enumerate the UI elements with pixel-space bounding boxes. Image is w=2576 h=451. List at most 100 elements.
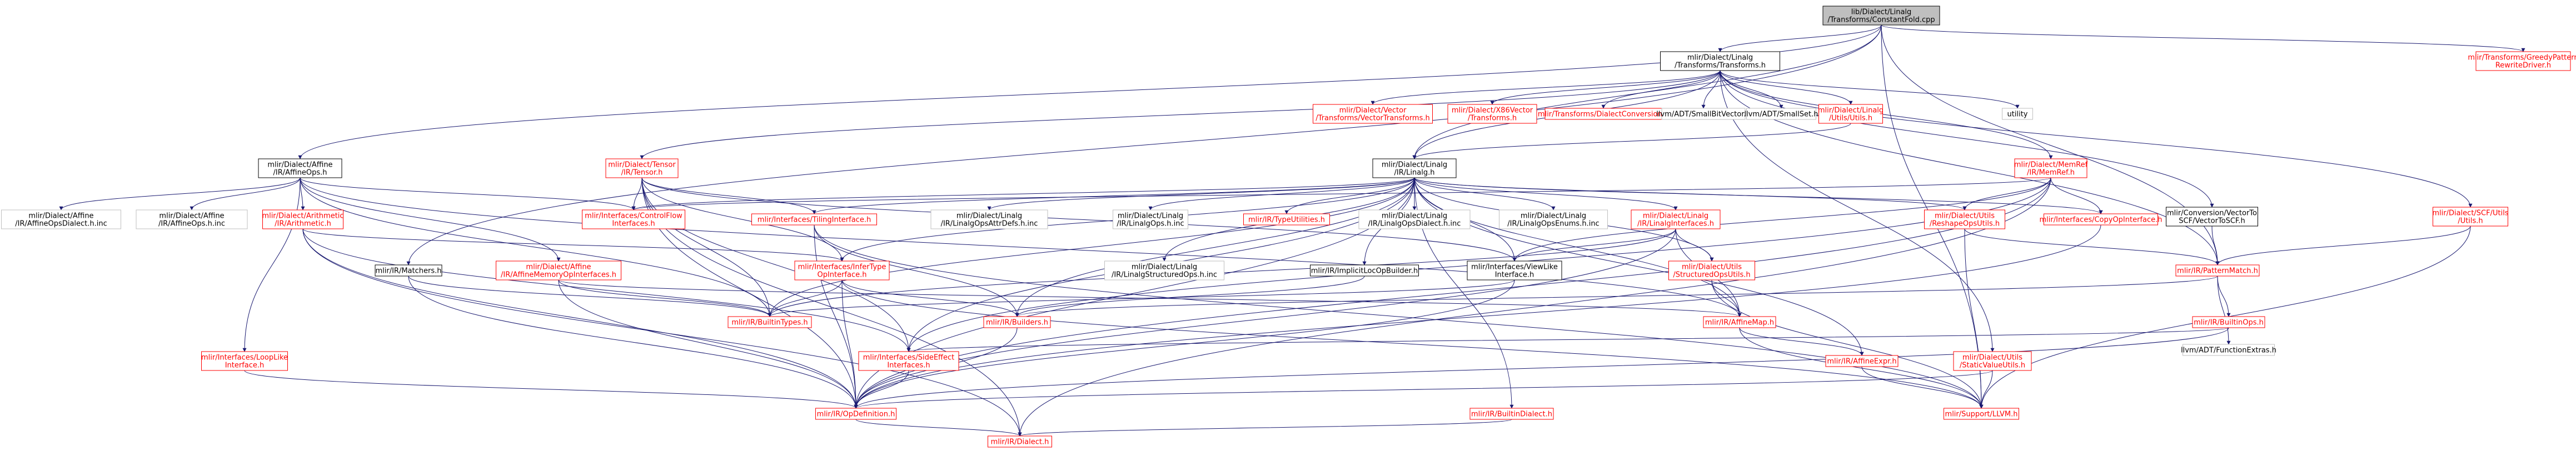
node-linalg_h[interactable]: mlir/Dialect/Linalg/IR/Linalg.h [1372, 158, 1457, 178]
node-box [1310, 264, 1419, 277]
node-patternmatch[interactable]: mlir/IR/PatternMatch.h [2175, 264, 2260, 277]
node-label: /IR/AffineOps.h [273, 169, 327, 177]
edge-linalg_interfaces-to-opdefinition [854, 228, 1676, 409]
node-tiling[interactable]: mlir/Interfaces/TilingInterface.h [751, 213, 877, 225]
node-memref_h[interactable]: mlir/Dialect/MemRef/IR/MemRef.h [2014, 158, 2088, 178]
node-label: /StructuredOpsUtils.h [1673, 271, 1750, 279]
node-label: mlir/Support/LLVM.h [1945, 410, 2018, 419]
node-label: mlir/Dialect/Affine [526, 263, 591, 272]
node-box [930, 209, 1048, 229]
node-label: mlir/Interfaces/TilingInterface.h [758, 216, 871, 224]
node-label: mlir/Dialect/MemRef [2014, 161, 2088, 169]
node-label: /Transforms/ConstantFold.cpp [1827, 16, 1935, 24]
node-vectortoscf[interactable]: mlir/Conversion/VectorToSCF/VectorToSCF.… [2166, 207, 2258, 227]
node-arith_h[interactable]: mlir/Dialect/Arithmetic/IR/Arithmetic.h [262, 209, 344, 229]
edge-matchers-to-builtintypes [408, 275, 772, 317]
edge-linalg_h-to-linalg_interfaces [1414, 177, 1678, 211]
node-affinemap[interactable]: mlir/IR/AffineMap.h [1703, 316, 1776, 328]
node-opdefinition[interactable]: mlir/IR/OpDefinition.h [815, 408, 896, 420]
node-label: /IR/LinalgOpsDialect.h.inc [1368, 220, 1461, 228]
node-typeutilities[interactable]: mlir/IR/TypeUtilities.h [1243, 213, 1330, 225]
edge-tiling-to-opdefinition [814, 224, 858, 409]
node-label: mlir/Dialect/Utils [1962, 354, 2022, 362]
edge-linalg_interfaces-to-viewlike [1512, 228, 1676, 262]
node-label: llvm/ADT/SmallSet.h [1744, 111, 1818, 119]
node-label: RewriteDriver.h [2495, 62, 2551, 70]
node-greedy[interactable]: mlir/Transforms/GreedyPatternRewriteDriv… [2468, 51, 2576, 71]
node-label: mlir/Dialect/Linalg [1818, 107, 1884, 115]
node-dialect_conversion[interactable]: mlir/Transforms/DialectConversion.h [1538, 108, 1669, 120]
node-staticvalue[interactable]: mlir/Dialect/Utils/StaticValueUtils.h [1953, 351, 2032, 371]
node-builders[interactable]: mlir/IR/Builders.h [983, 316, 1051, 328]
edge-affineops_h-to-looplike [242, 177, 301, 352]
edge-patternmatch-to-functionextras [2217, 275, 2231, 345]
edge-memref_h-to-controlflow [632, 177, 2051, 211]
edge-affineops_h-to-controlflow [300, 177, 636, 211]
edge-transforms_h-to-tensor_h [640, 70, 1721, 159]
node-builtintypes[interactable]: mlir/IR/BuiltinTypes.h [728, 316, 812, 328]
node-box [605, 158, 679, 178]
edge-copyopinterface-to-opdefinition [854, 224, 2101, 409]
node-box [988, 435, 1052, 448]
node-matchers[interactable]: mlir/IR/Matchers.h [375, 264, 442, 277]
node-label: mlir/Dialect/Linalg [956, 212, 1022, 221]
edge-linalg_h-to-tiling [812, 177, 1415, 214]
node-supportllvm[interactable]: mlir/Support/LLVM.h [1944, 408, 2019, 420]
node-box [1469, 408, 1554, 420]
node-dialect_h[interactable]: mlir/IR/Dialect.h [988, 435, 1052, 448]
node-affineops_h[interactable]: mlir/Dialect/Affine/IR/AffineOps.h [258, 158, 342, 178]
node-label: mlir/Dialect/Arithmetic [262, 212, 343, 221]
node-label: mlir/Interfaces/ControlFlow [585, 212, 682, 221]
node-implicitloc[interactable]: mlir/IR/ImplicitLocOpBuilder.h [1310, 264, 1419, 277]
node-label: /IR/Linalg.h [1394, 169, 1435, 177]
node-label: mlir/IR/AffineExpr.h [1827, 358, 1896, 366]
node-box [262, 209, 343, 229]
node-label: /Transforms/VectorTransforms.h [1316, 114, 1429, 123]
node-label: Interfaces.h [612, 220, 655, 228]
node-box [1822, 6, 1940, 26]
node-label: mlir/Dialect/Linalg [1382, 161, 1447, 169]
node-label: mlir/Dialect/Affine [28, 212, 93, 221]
node-transforms_h[interactable]: mlir/Dialect/Linalg/Transforms/Transform… [1660, 51, 1780, 71]
node-linalg_interfaces[interactable]: mlir/Dialect/Linalg/IR/LinalgInterfaces.… [1631, 209, 1721, 229]
edge-arith_h-to-infertype [302, 228, 844, 262]
edge-infertype-to-builders [841, 279, 1019, 317]
node-label: mlir/Interfaces/SideEffect [863, 354, 955, 362]
node-box [1703, 316, 1776, 328]
edge-infertype-to-supportllvm [841, 279, 1984, 409]
node-vector_transforms[interactable]: mlir/Dialect/Vector/Transforms/VectorTra… [1313, 104, 1433, 124]
edge-tensor_h-to-builtintypes [641, 177, 772, 317]
node-affine_memory[interactable]: mlir/Dialect/Affine/IR/AffineMemoryOpInt… [496, 260, 621, 280]
edge-affineops_h-to-affinemap [300, 177, 1742, 317]
node-label: /Transforms/Transforms.h [1675, 62, 1766, 70]
node-label: mlir/IR/BuiltinTypes.h [731, 319, 808, 327]
node-structuredops[interactable]: mlir/Dialect/Utils/StructuredOpsUtils.h [1668, 260, 1755, 280]
node-box [136, 209, 248, 229]
node-box [2475, 51, 2571, 71]
node-label: /IR/AffineOpsDialect.h.inc [15, 220, 107, 228]
edge-transforms_h-to-utility [1720, 70, 2020, 109]
node-label: /IR/LinalgOpsAttrDefs.h.inc [941, 220, 1038, 228]
node-label: SCF/VectorToSCF.h [2179, 217, 2245, 225]
node-builtindialect[interactable]: mlir/IR/BuiltinDialect.h [1469, 408, 1554, 420]
node-box [2014, 158, 2087, 178]
edge-opdefinition-to-dialect_h [855, 419, 1022, 437]
node-linalg_utils[interactable]: mlir/Dialect/Linalg/Utils/Utils.h [1818, 104, 1884, 124]
node-affineexpr[interactable]: mlir/IR/AffineExpr.h [1825, 355, 1899, 367]
node-reshapeops[interactable]: mlir/Dialect/Utils/ReshapeOpsUtils.h [1924, 209, 2005, 229]
edge-linalg_h-to-controlflow [631, 177, 1415, 211]
node-label: llvm/ADT/SmallBitVector.h [1656, 111, 1751, 119]
node-label: /Utils/Utils.h [1829, 114, 1872, 123]
node-box [2192, 316, 2265, 328]
node-tensor_h[interactable]: mlir/Dialect/Tensor/IR/Tensor.h [605, 158, 679, 178]
node-copyopinterface[interactable]: mlir/Interfaces/CopyOpInterface.h [2040, 213, 2163, 225]
node-builtinops[interactable]: mlir/IR/BuiltinOps.h [2192, 316, 2265, 328]
node-x86_transforms[interactable]: mlir/Dialect/X86Vector/Transforms.h [1447, 104, 1537, 124]
node-scf_utils[interactable]: mlir/Dialect/SCF/Utils/Utils.h [2432, 207, 2509, 227]
node-box [728, 316, 812, 328]
